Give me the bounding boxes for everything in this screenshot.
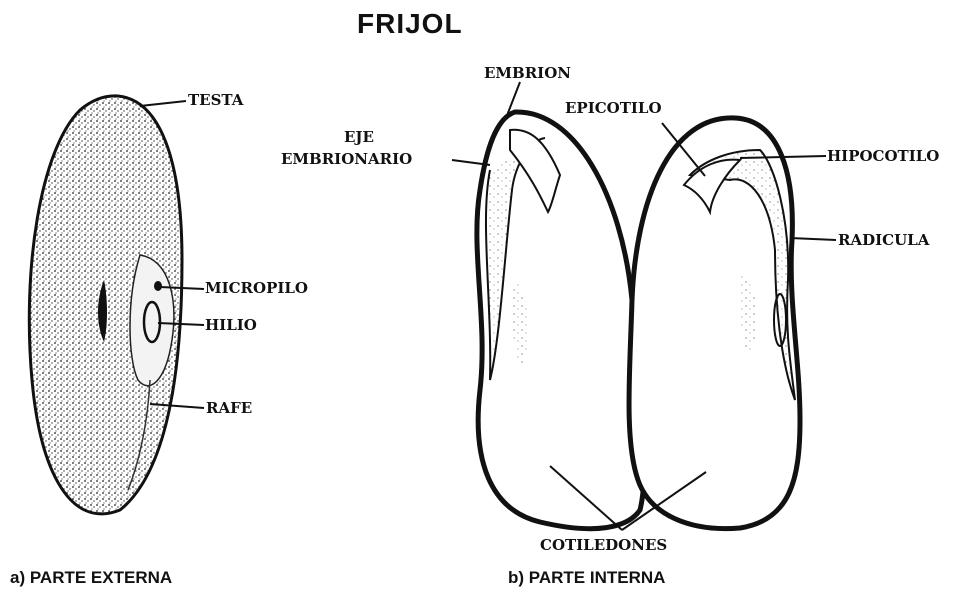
label-embrion: EMBRION xyxy=(484,63,571,83)
caption-internal: b) PARTE INTERNA xyxy=(508,568,665,588)
label-hipocotilo: HIPOCOTILO xyxy=(827,146,939,166)
label-epicotilo: EPICOTILO xyxy=(565,98,662,118)
label-micropilo: MICROPILO xyxy=(205,278,308,298)
label-testa: TESTA xyxy=(188,90,243,110)
label-radicula: RADICULA xyxy=(838,230,929,250)
label-embrionario: EMBRIONARIO xyxy=(281,149,412,169)
external-bean xyxy=(29,96,182,514)
internal-bean xyxy=(477,112,800,529)
diagram-title: FRIJOL xyxy=(357,8,463,40)
label-rafe: RAFE xyxy=(206,398,252,418)
label-cotiledones: COTILEDONES xyxy=(540,535,667,555)
label-hilio: HILIO xyxy=(205,315,257,335)
label-eje: EJE xyxy=(344,127,374,147)
caption-external: a) PARTE EXTERNA xyxy=(10,568,172,588)
